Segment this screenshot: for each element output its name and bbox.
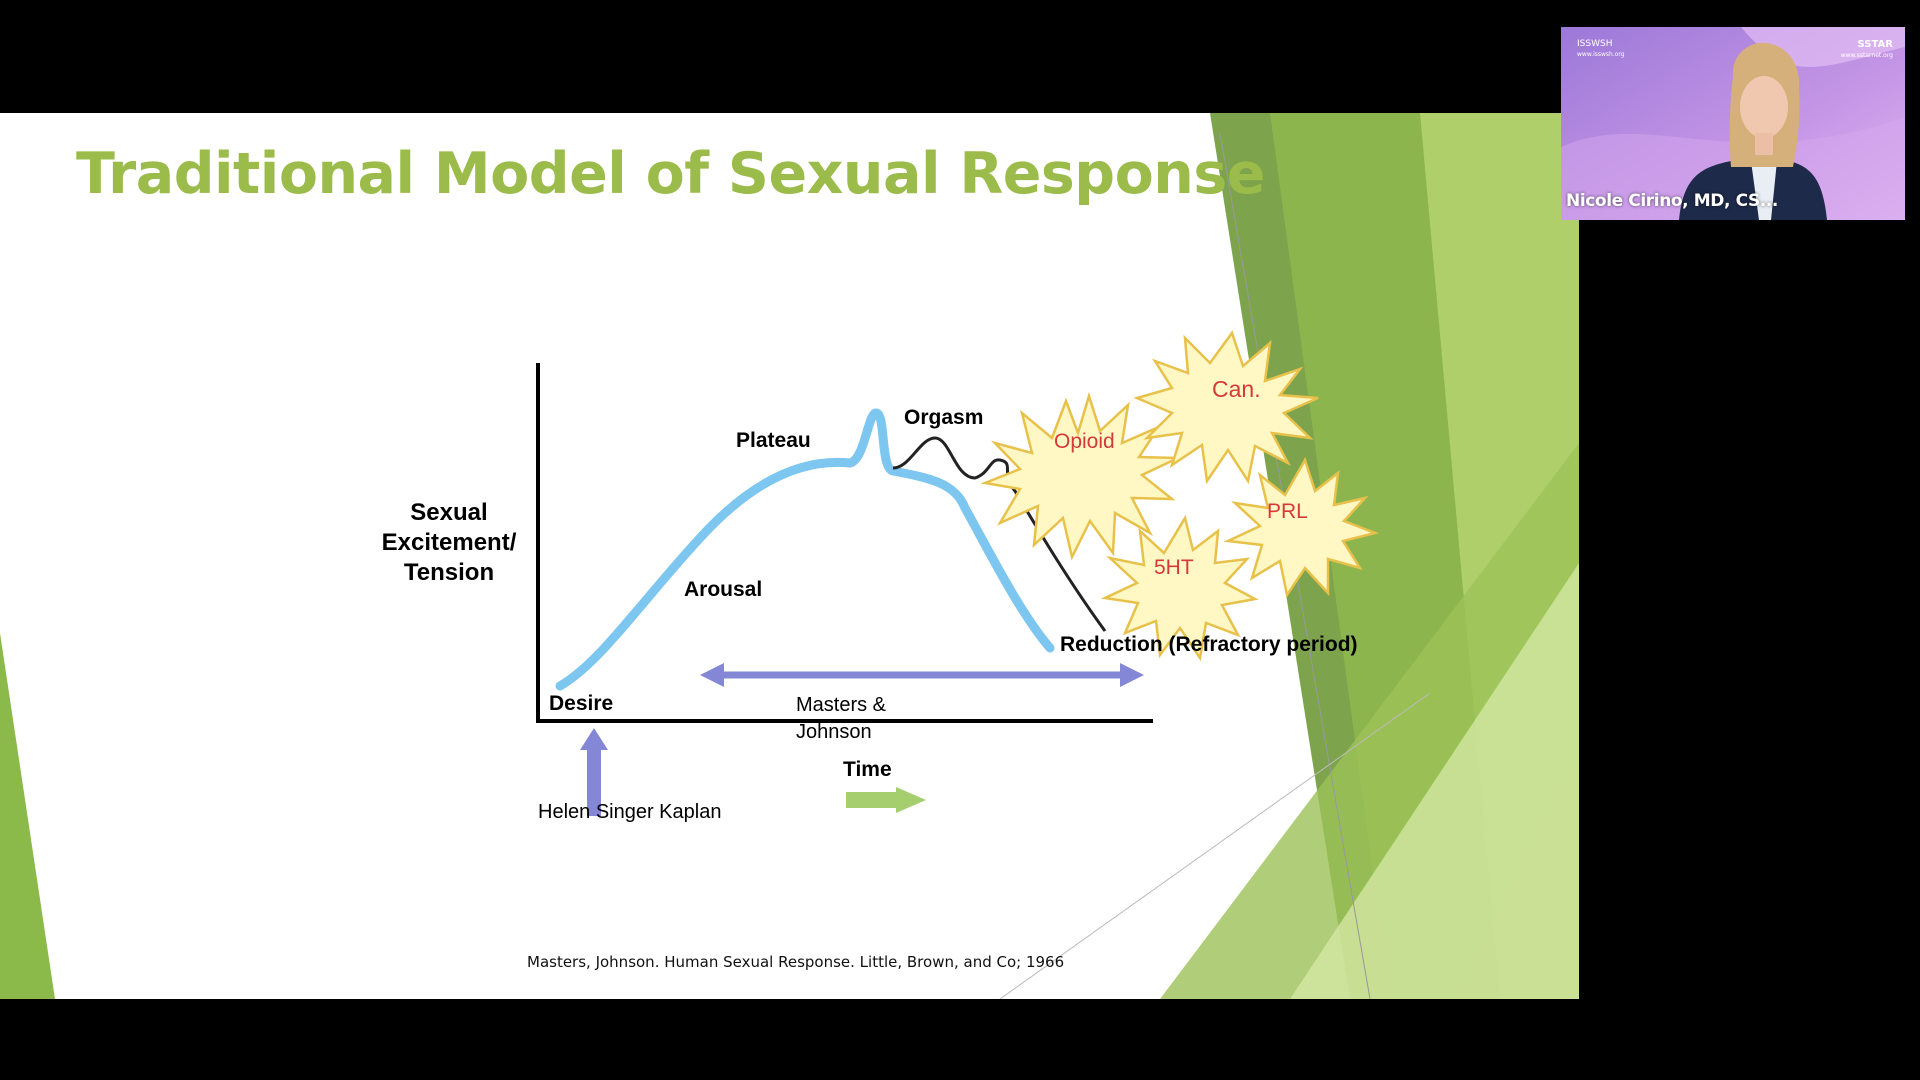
sstar-logo-url: www.sstarnet.org: [1840, 52, 1893, 59]
range-arrow-head-left: [700, 663, 724, 687]
kaplan-arrow-head: [580, 728, 608, 750]
deco-green-wedge-pale: [1290, 563, 1579, 999]
burst-prl: [1223, 456, 1380, 599]
phase-label-desire: Desire: [549, 692, 614, 715]
phase-label-arousal: Arousal: [684, 578, 763, 601]
presenter-name-label: Nicole Cirino, MD, CS...: [1566, 191, 1778, 211]
sstar-logo-text: SSTAR: [1857, 39, 1893, 50]
kaplan-label: Helen Singer Kaplan: [538, 801, 722, 823]
burst-5ht: [1100, 514, 1259, 662]
burst-label-prl: PRL: [1267, 500, 1308, 523]
deco-green-left: [0, 633, 55, 999]
range-arrow-head-right: [1120, 663, 1144, 687]
presenter-webcam[interactable]: ISSWSH www.isswsh.org SSTAR www.sstarnet…: [1561, 27, 1905, 220]
masters-johnson-label-line: Masters &: [796, 694, 887, 716]
kaplan-arrow-shaft: [587, 746, 601, 816]
burst-cannabinoid: [1133, 330, 1319, 485]
x-axis-label: Time: [843, 758, 892, 781]
slide-citation: Masters, Johnson. Human Sexual Response.…: [527, 953, 1065, 971]
response-curve: [555, 408, 1055, 691]
masters-johnson-label: Masters & Johnson: [796, 692, 886, 746]
burst-label-cannabinoid: Can.: [1212, 376, 1261, 402]
slide-decoration: [0, 113, 1579, 999]
isswsh-logo-text: ISSWSH: [1577, 39, 1613, 49]
time-arrow-head: [896, 787, 926, 813]
isswsh-logo-url: www.isswsh.org: [1577, 51, 1625, 58]
response-diagram: [536, 330, 1380, 816]
phase-label-orgasm: Orgasm: [904, 406, 984, 429]
masters-johnson-label-line: Johnson: [796, 721, 872, 743]
burst-label-opioid: Opioid: [1054, 430, 1115, 453]
presentation-slide: Traditional Model of Sexual Response: [0, 113, 1579, 999]
y-axis-label-line: Sexual: [410, 499, 488, 526]
phase-label-plateau: Plateau: [736, 429, 811, 452]
webcam-background: [1561, 27, 1905, 220]
deco-line: [999, 692, 1431, 999]
slide-title: Traditional Model of Sexual Response: [76, 141, 1265, 207]
secondary-orgasm-curve: [892, 436, 1107, 632]
burst-label-5ht: 5HT: [1154, 556, 1194, 579]
y-axis-label-line: Excitement/: [381, 529, 517, 556]
y-axis-label: Sexual Excitement/ Tension: [375, 498, 523, 588]
time-arrow-shaft: [846, 792, 898, 808]
presenter-avatar: [1679, 42, 1827, 220]
burst-opioid: [980, 391, 1179, 561]
y-axis-label-line: Tension: [403, 559, 495, 586]
phase-label-reduction: Reduction (Refractory period): [1060, 633, 1358, 656]
